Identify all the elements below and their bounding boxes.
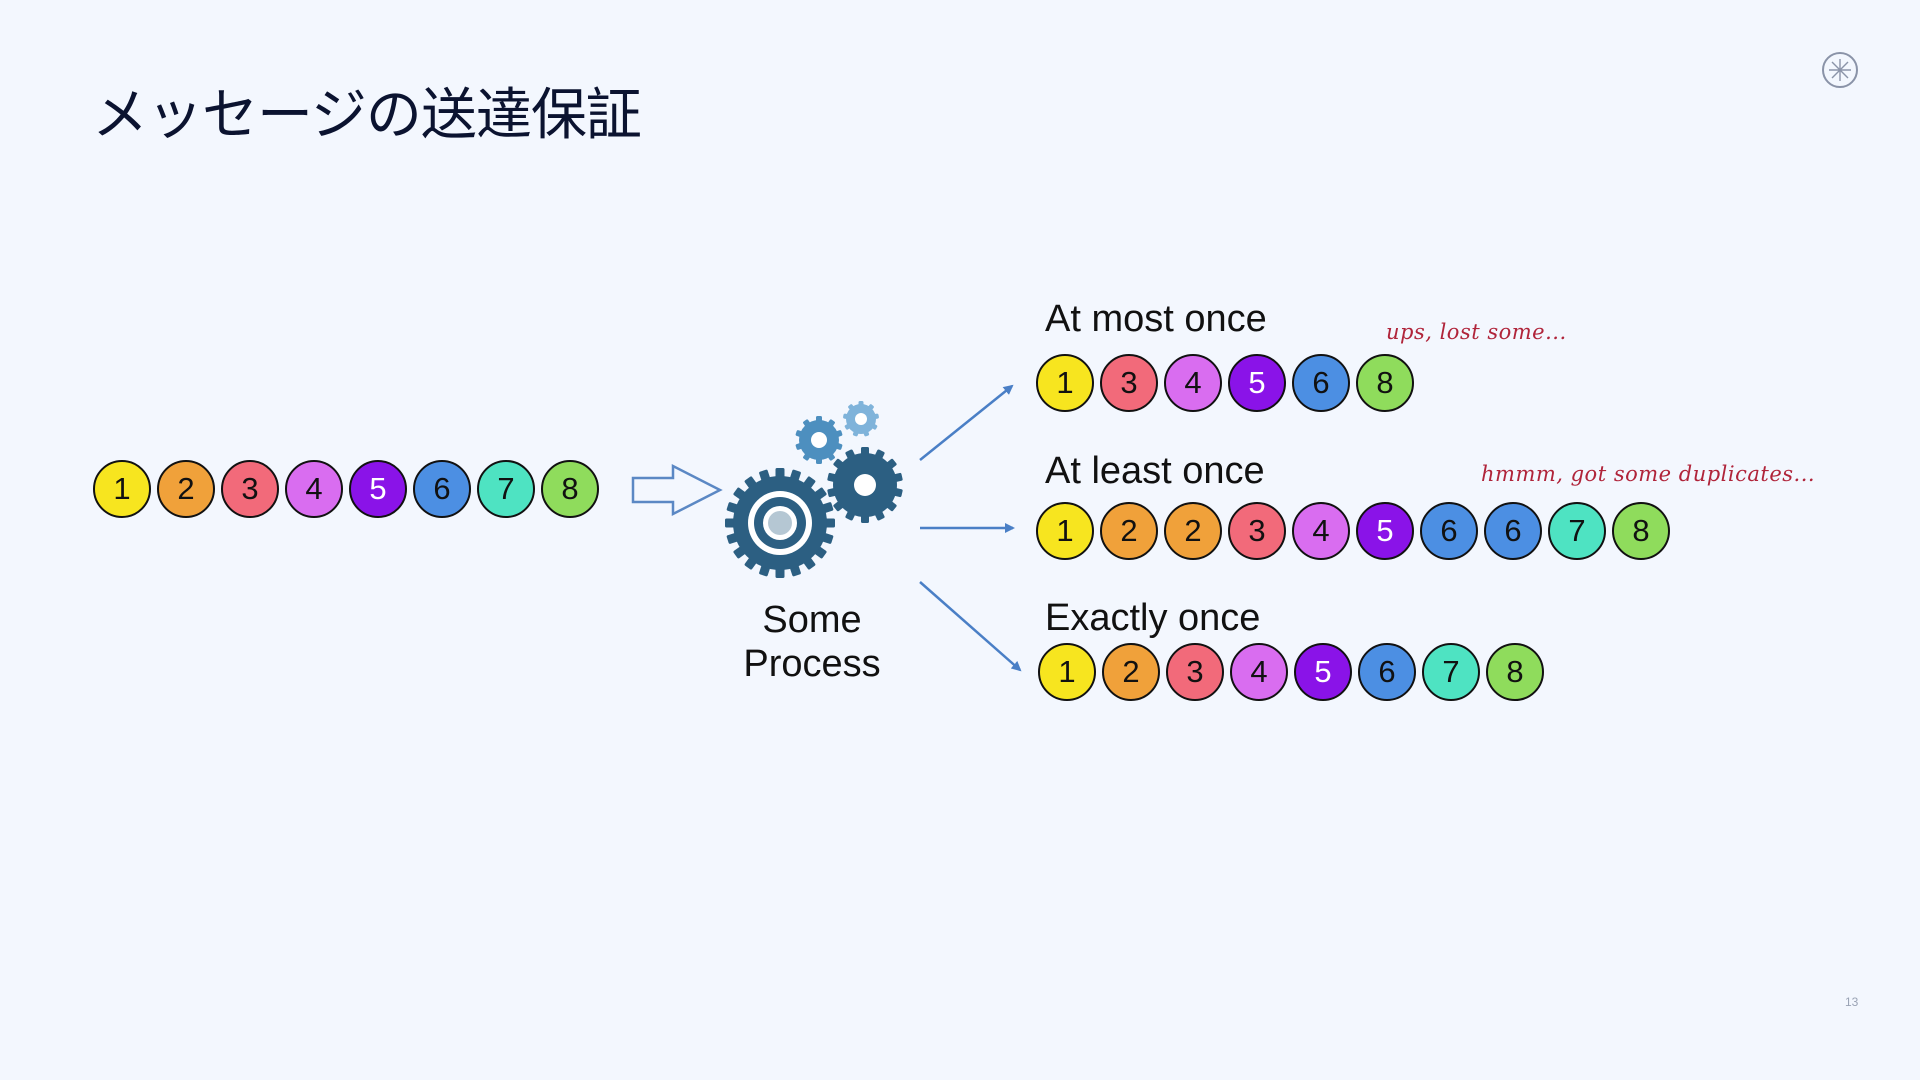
output-1-message-1: 1 [1036,502,1094,560]
arrow-at-most-once-icon [919,384,1014,461]
output-0-message-4: 5 [1228,354,1286,412]
arrow-exactly-once-icon [919,581,1022,672]
output-0-message-5: 6 [1292,354,1350,412]
gears-icon [725,401,903,578]
output-2-message-7: 7 [1422,643,1480,701]
input-message-3: 3 [221,460,279,518]
output-2-message-3: 3 [1166,643,1224,701]
output-1-message-4: 3 [1228,502,1286,560]
output-1-message-7: 6 [1420,502,1478,560]
output-2-message-8: 8 [1486,643,1544,701]
output-0-message-6: 8 [1356,354,1414,412]
page-title: メッセージの送達保証 [92,83,642,148]
at-least-once-label: At least once [1045,450,1265,492]
output-2-message-6: 6 [1358,643,1416,701]
input-message-4: 4 [285,460,343,518]
input-message-7: 7 [477,460,535,518]
input-message-5: 5 [349,460,407,518]
input-message-6: 6 [413,460,471,518]
output-1-message-8: 6 [1484,502,1542,560]
output-1-message-10: 8 [1612,502,1670,560]
process-label-line1: Some [762,599,862,641]
output-0-message-3: 4 [1164,354,1222,412]
output-1-message-2: 2 [1100,502,1158,560]
output-1-message-6: 5 [1356,502,1414,560]
output-2-message-2: 2 [1102,643,1160,701]
logo-icon [1822,52,1858,88]
process-label-line2: Process [743,643,881,685]
output-1-message-5: 4 [1292,502,1350,560]
process-label: Some Process [712,598,912,686]
input-message-2: 2 [157,460,215,518]
input-arrow-icon [631,463,723,517]
at-most-once-note: ups, lost some... [1386,320,1567,344]
input-message-1: 1 [93,460,151,518]
output-0-message-1: 1 [1036,354,1094,412]
input-message-8: 8 [541,460,599,518]
output-2-message-4: 4 [1230,643,1288,701]
output-1-message-3: 2 [1164,502,1222,560]
output-2-message-1: 1 [1038,643,1096,701]
exactly-once-label: Exactly once [1045,597,1261,639]
at-most-once-label: At most once [1045,298,1267,340]
output-2-message-5: 5 [1294,643,1352,701]
at-least-once-note: hmmm, got some duplicates... [1481,462,1816,486]
output-1-message-9: 7 [1548,502,1606,560]
page-number: 13 [1845,995,1859,1009]
output-0-message-2: 3 [1100,354,1158,412]
